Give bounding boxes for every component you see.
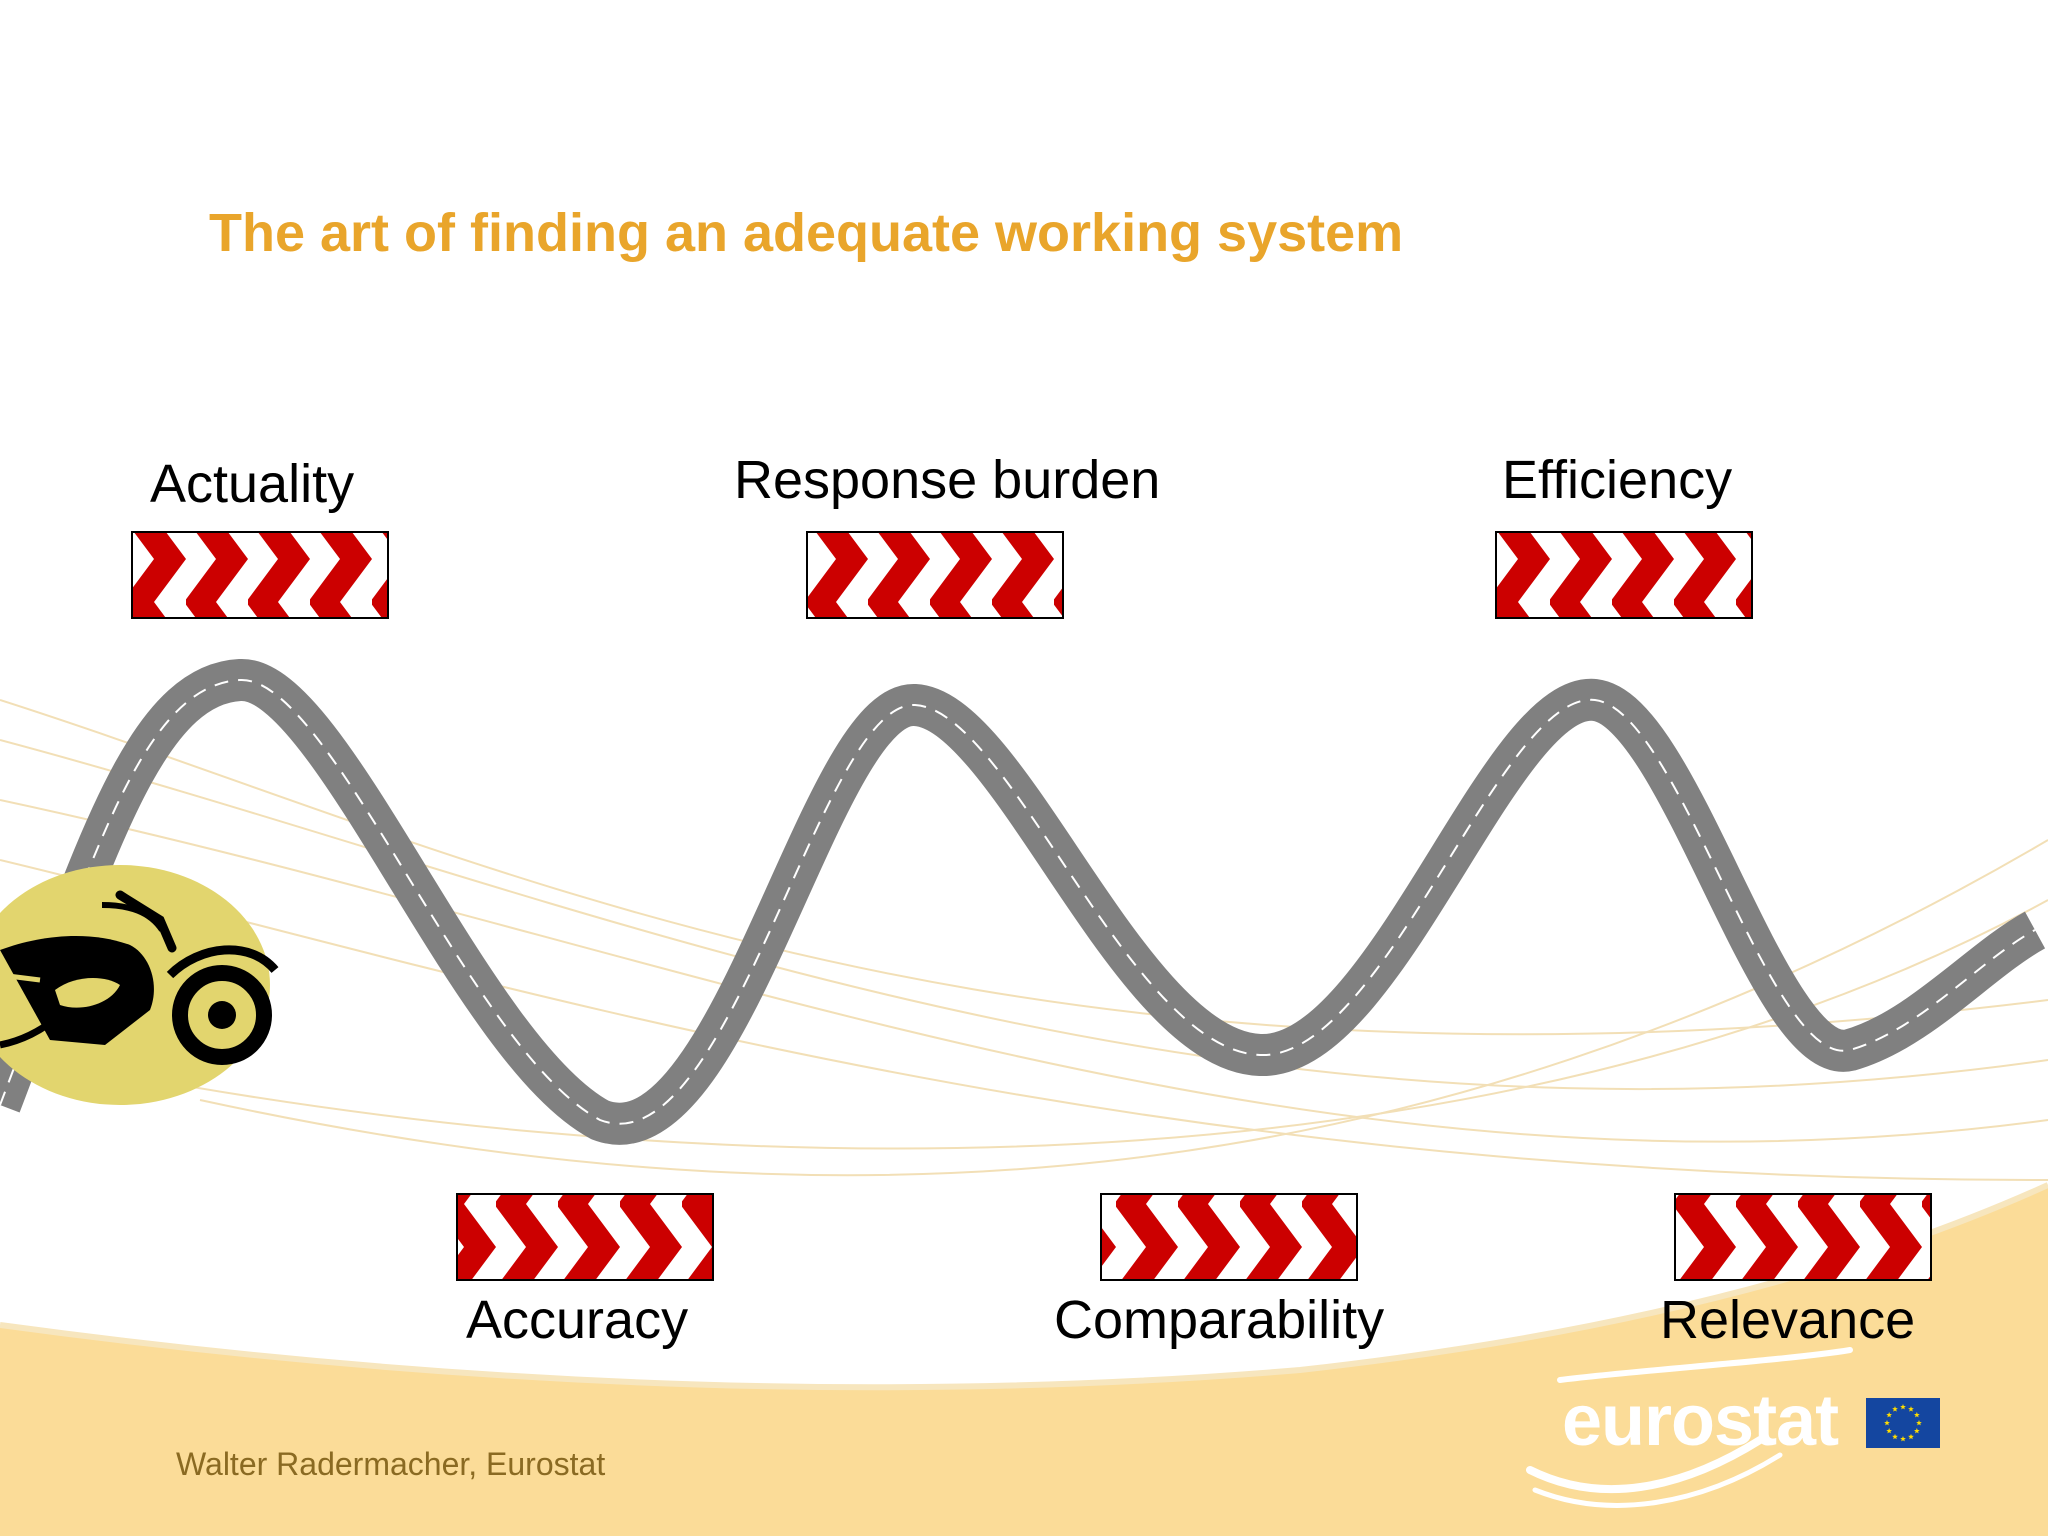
eu-star-icon bbox=[1892, 1433, 1898, 1440]
label-accuracy: Accuracy bbox=[466, 1290, 689, 1350]
chevron-sign-icon bbox=[456, 1193, 714, 1281]
eu-star-icon bbox=[1914, 1412, 1920, 1418]
chevron-sign-icon bbox=[1495, 531, 1753, 619]
label-actuality: Actuality bbox=[150, 454, 355, 514]
motorbike-icon bbox=[0, 865, 279, 1105]
label-relevance: Relevance bbox=[1660, 1290, 1916, 1350]
label-response-burden: Response burden bbox=[734, 450, 1161, 510]
label-comparability: Comparability bbox=[1054, 1290, 1385, 1350]
eu-star-icon bbox=[1908, 1406, 1914, 1412]
winding-road bbox=[0, 659, 2046, 1145]
eu-flag-icon bbox=[1866, 1398, 1940, 1448]
eu-star-icon bbox=[1900, 1436, 1906, 1442]
eu-star-icon bbox=[1916, 1420, 1922, 1426]
eu-star-icon bbox=[1886, 1428, 1892, 1434]
eu-star-icon bbox=[1914, 1428, 1920, 1434]
footer-author: Walter Radermacher, Eurostat bbox=[176, 1446, 606, 1482]
label-efficiency: Efficiency bbox=[1502, 450, 1733, 510]
eurostat-logo-text: eurostat bbox=[1562, 1381, 1839, 1461]
slide-title: The art of finding an adequate working s… bbox=[209, 203, 1404, 263]
chevron-sign-icon bbox=[1674, 1193, 1932, 1281]
logo-swoosh bbox=[1526, 1347, 1853, 1508]
eu-star-icon bbox=[1908, 1433, 1914, 1440]
chevron-sign-icon bbox=[806, 531, 1064, 619]
eu-star-icon bbox=[1886, 1412, 1892, 1418]
eu-star-icon bbox=[1892, 1406, 1898, 1412]
eu-star-icon bbox=[1900, 1404, 1906, 1410]
eu-star-icon bbox=[1884, 1420, 1890, 1426]
chevron-sign-icon bbox=[1100, 1193, 1358, 1281]
chevron-sign-icon bbox=[131, 531, 389, 619]
